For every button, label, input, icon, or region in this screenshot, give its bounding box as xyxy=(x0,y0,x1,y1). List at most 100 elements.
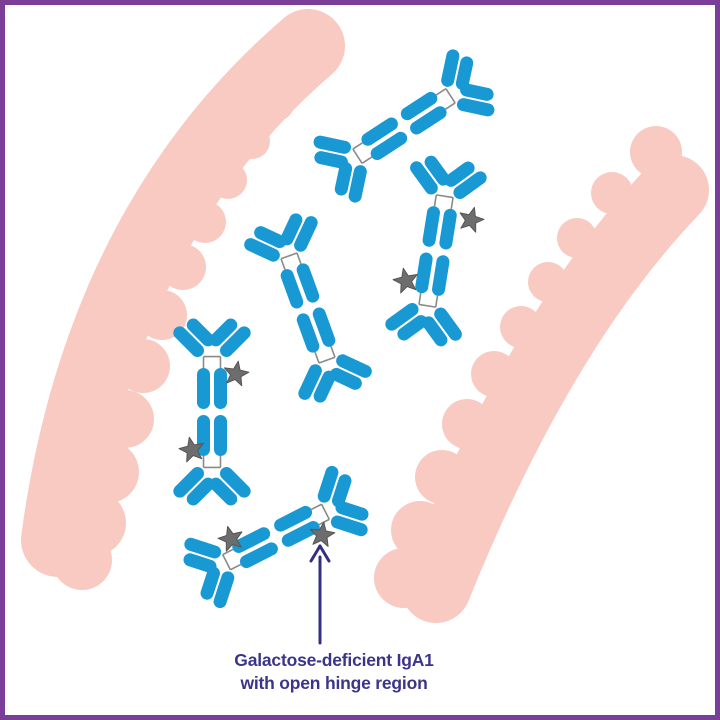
hinge-connector-line xyxy=(330,346,336,358)
antibody-chain-capsule xyxy=(460,83,494,101)
open-hinge-line xyxy=(352,148,363,164)
open-hinge-line xyxy=(436,194,454,199)
star-icon xyxy=(224,360,250,387)
vessel-wall-left xyxy=(21,9,345,590)
antibody-chain-capsule xyxy=(209,477,238,506)
antibody-chain-capsule xyxy=(200,566,221,600)
tissue-scallop-bump xyxy=(374,548,434,608)
star-icon xyxy=(178,436,204,463)
antibody-chain-capsule xyxy=(455,56,474,90)
antibody-chain-capsule xyxy=(294,216,318,252)
antibody-chain-capsule xyxy=(219,466,251,498)
fab-arm xyxy=(317,465,352,508)
fab-arm xyxy=(329,354,372,390)
antibody-chain-capsule xyxy=(331,474,352,508)
iga1-dimer-center xyxy=(244,213,372,403)
caption-line-1: Galactose-deficient IgA1 xyxy=(234,650,434,670)
antibody-chain-capsule xyxy=(244,238,280,262)
antibody-chain-capsule xyxy=(184,537,222,559)
antibody-chain-capsule xyxy=(370,131,408,161)
antibody-chain-capsule xyxy=(298,364,322,400)
fab-arm xyxy=(298,364,336,403)
antibody-chain-capsule xyxy=(415,252,433,294)
hinge-connector-line xyxy=(296,252,302,265)
antibody-chain-capsule xyxy=(209,318,238,347)
galactose-deficient-site-star xyxy=(459,206,485,233)
tissue-scallop-bump xyxy=(415,450,469,504)
antibody-chain-capsule xyxy=(214,368,227,409)
open-hinge-line xyxy=(320,503,331,520)
antibody-chain-capsule xyxy=(313,135,352,154)
fab-arm xyxy=(173,466,215,506)
fab-arm xyxy=(330,501,369,537)
antibody-molecules-layer xyxy=(173,49,495,609)
tissue-scallop-bump xyxy=(442,399,492,449)
antibody-chain-capsule xyxy=(312,307,336,347)
hinge-connector-line xyxy=(433,194,438,207)
fab-arm xyxy=(334,162,367,203)
tissue-walls-layer xyxy=(21,9,709,623)
fab-arm xyxy=(456,83,495,117)
hinge-connector-line xyxy=(434,295,439,308)
open-hinge-line xyxy=(418,303,436,308)
fab-arm xyxy=(280,213,318,252)
antibody-chain-capsule xyxy=(348,165,367,203)
fab-arm xyxy=(183,537,222,573)
fab-arm xyxy=(441,49,474,90)
antibody-chain-capsule xyxy=(330,515,368,537)
antibody-chain-capsule xyxy=(456,98,495,117)
star-icon xyxy=(392,267,418,294)
fab-arm xyxy=(313,135,352,169)
fab-arm xyxy=(410,155,450,195)
antibody-chain-capsule xyxy=(281,521,320,547)
antibody-chain-capsule xyxy=(173,326,205,358)
fab-arm xyxy=(444,161,487,200)
antibody-chain-capsule xyxy=(239,542,278,569)
hinge-connector-line xyxy=(450,197,454,209)
tissue-scallop-bump xyxy=(288,52,320,84)
open-hinge-line xyxy=(318,356,336,364)
galactose-deficient-site-star xyxy=(309,521,336,547)
fab-arm xyxy=(209,318,251,358)
antibody-chain-capsule xyxy=(422,206,440,247)
hinge-connector-line xyxy=(230,563,242,571)
tissue-scallop-bump xyxy=(77,441,139,503)
fab-arm xyxy=(209,466,251,506)
tissue-scallop-bump xyxy=(557,218,597,258)
tissue-scallop-bump xyxy=(160,244,206,290)
tissue-band xyxy=(401,155,709,623)
antibody-chain-capsule xyxy=(329,367,362,390)
antibody-chain-capsule xyxy=(254,226,287,249)
antibody-chain-capsule xyxy=(336,354,372,378)
star-icon xyxy=(309,521,336,547)
hinge-connector-line xyxy=(418,293,422,305)
antibody-chain-capsule xyxy=(334,162,353,196)
tissue-scallop-bump xyxy=(116,339,170,393)
hinge-connector-line xyxy=(435,87,447,96)
antibody-chain-capsule xyxy=(441,49,460,87)
antibody-chain-capsule xyxy=(314,151,348,169)
fab-arm xyxy=(385,302,428,341)
antibody-chain-capsule xyxy=(361,117,398,146)
antibody-chain-capsule xyxy=(439,208,457,250)
antibody-chain-capsule xyxy=(183,553,217,573)
antibody-chain-capsule xyxy=(280,269,304,309)
antibody-chain-capsule xyxy=(296,263,320,303)
tissue-scallop-bump xyxy=(528,262,568,302)
antibody-chain-capsule xyxy=(424,155,450,186)
galactose-deficient-site-star xyxy=(178,436,204,463)
fab-arm xyxy=(244,226,287,262)
tissue-scallop-bump xyxy=(591,172,633,214)
arrow-head-left xyxy=(309,544,322,563)
antibody-chain-capsule xyxy=(197,368,210,409)
tissue-scallop-bump xyxy=(471,351,517,397)
star-icon xyxy=(459,206,485,233)
antibody-chain-capsule xyxy=(219,326,251,358)
fab-arm xyxy=(422,307,462,347)
antibody-chain-capsule xyxy=(232,527,271,553)
tissue-scallop-bump xyxy=(96,390,154,448)
open-hinge-line xyxy=(280,252,298,260)
hinge-connector-line xyxy=(310,503,322,511)
